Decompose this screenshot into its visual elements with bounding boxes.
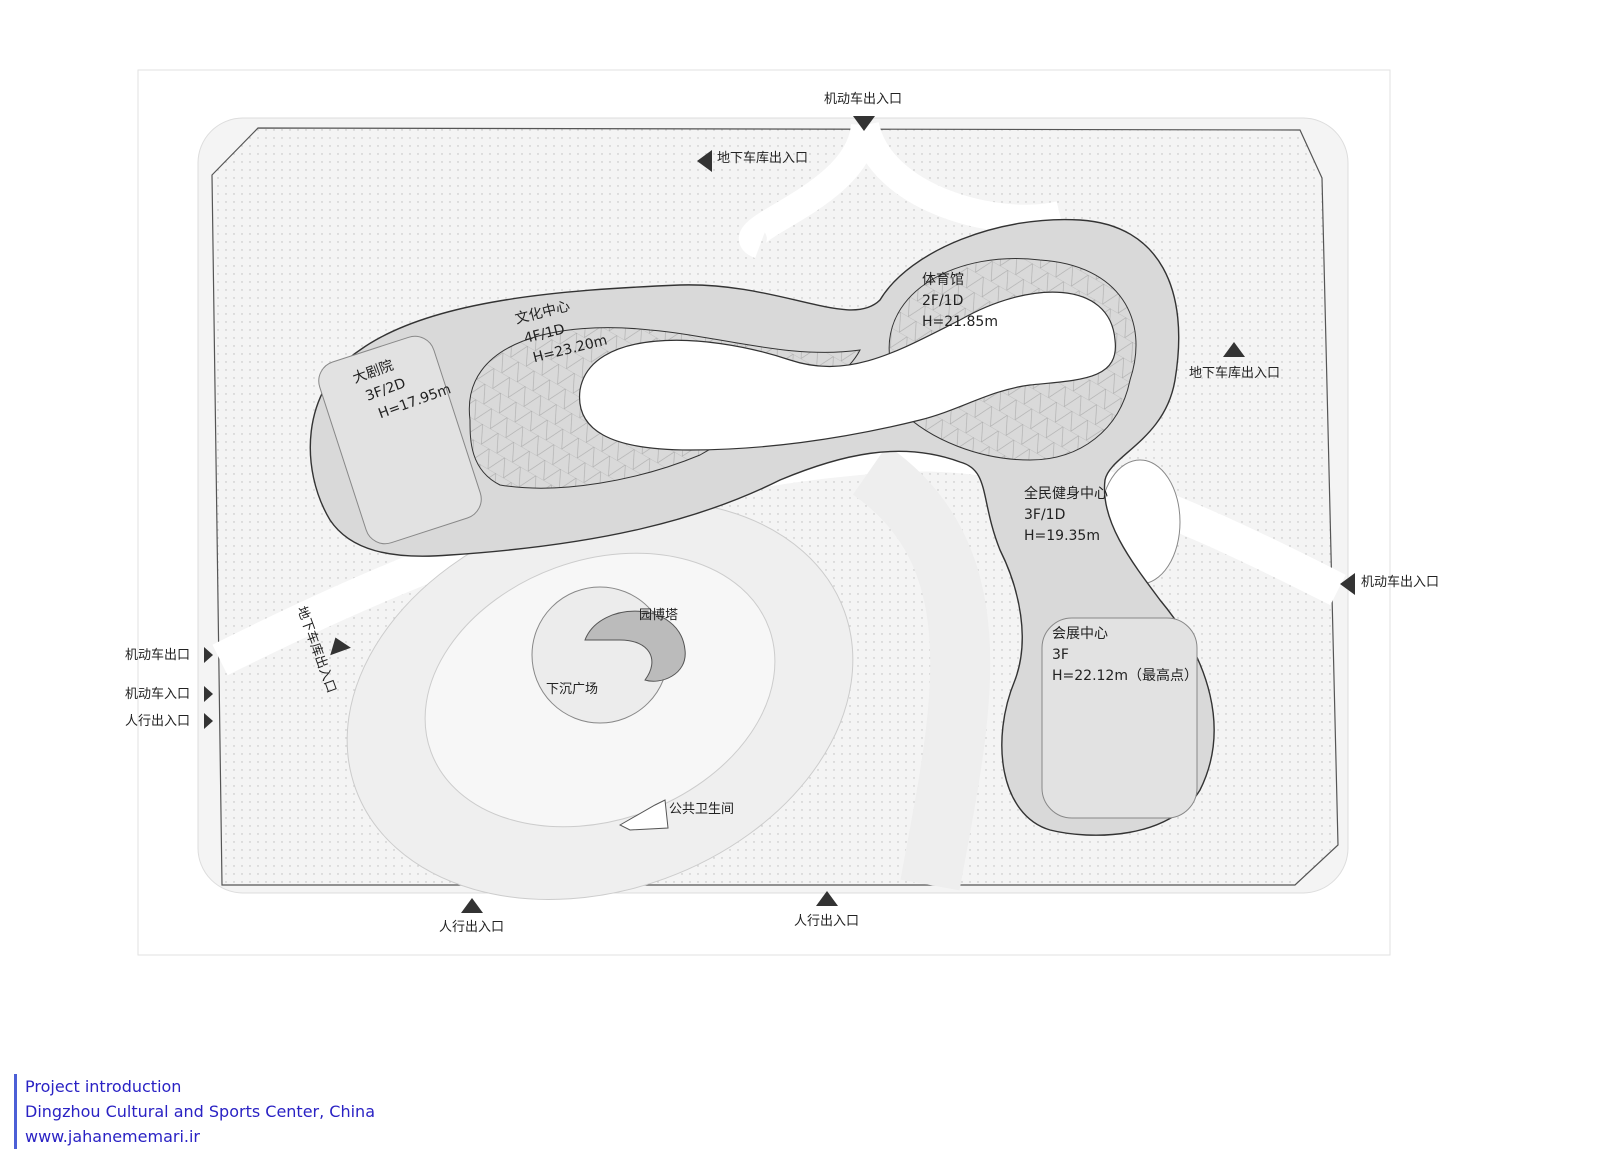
entrance-arrow-icon: [204, 686, 213, 702]
sunken-plaza-label: 下沉广场: [546, 682, 599, 697]
toilet: [618, 799, 669, 831]
building-label-expo: 会展中心 3F H=22.12m（最高点）: [1052, 624, 1198, 687]
road: [212, 437, 1346, 676]
entrance-label: 机动车出入口: [1361, 575, 1440, 590]
entrance-arrow-icon: [1223, 342, 1245, 357]
tower: [584, 610, 686, 682]
road: [852, 445, 991, 891]
entrance-arrow-icon: [204, 647, 213, 663]
entrance-label: 机动车出口: [125, 648, 191, 663]
building-height: H=19.35m: [1024, 528, 1100, 544]
entrance-arrow-icon: [816, 891, 838, 906]
entrance-label: 地下车库出入口: [717, 151, 809, 166]
entrance-arrow-icon: [1340, 573, 1355, 595]
building-name: 全民健身中心: [1024, 486, 1108, 502]
building-floors: 3F/1D: [1024, 507, 1066, 523]
road: [738, 121, 1064, 259]
caption: Project introduction Dingzhou Cultural a…: [14, 1074, 375, 1149]
courtyard: [578, 291, 1116, 451]
entrance-label: 地下车库出入口: [1189, 366, 1281, 381]
building-floors: 3F: [1052, 647, 1069, 663]
caption-project: Dingzhou Cultural and Sports Center, Chi…: [25, 1102, 375, 1121]
building-name: 体育馆: [922, 272, 964, 288]
building-name: 会展中心: [1052, 626, 1108, 642]
entrance-label: 机动车入口: [125, 687, 191, 702]
building-height: H=21.85m: [922, 314, 998, 330]
entrance-label: 机动车出入口: [824, 92, 903, 107]
outer-frame: [137, 69, 1391, 956]
theatre-hall: [318, 335, 482, 545]
building-height: H=22.12m（最高点）: [1052, 668, 1198, 684]
toilet-label: 公共卫生间: [669, 802, 735, 817]
expo-hall: [1041, 617, 1198, 819]
entrance-arrow-icon: [853, 116, 875, 131]
entrance-arrow-icon: [461, 898, 483, 913]
building-label-gym: 体育馆 2F/1D H=21.85m: [922, 270, 998, 333]
tower-label: 园博塔: [639, 608, 679, 623]
entrance-arrow-icon: [204, 713, 213, 729]
entrance-label: 人行出入口: [439, 920, 505, 935]
entrance-arrow-icon: [697, 150, 712, 172]
caption-website[interactable]: www.jahanememari.ir: [25, 1127, 201, 1146]
entrance-label: 人行出入口: [125, 714, 191, 729]
building-label-fitness: 全民健身中心 3F/1D H=19.35m: [1024, 484, 1108, 547]
entrance-label: 人行出入口: [794, 914, 860, 929]
caption-title: Project introduction: [25, 1077, 182, 1096]
building-floors: 2F/1D: [922, 293, 964, 309]
